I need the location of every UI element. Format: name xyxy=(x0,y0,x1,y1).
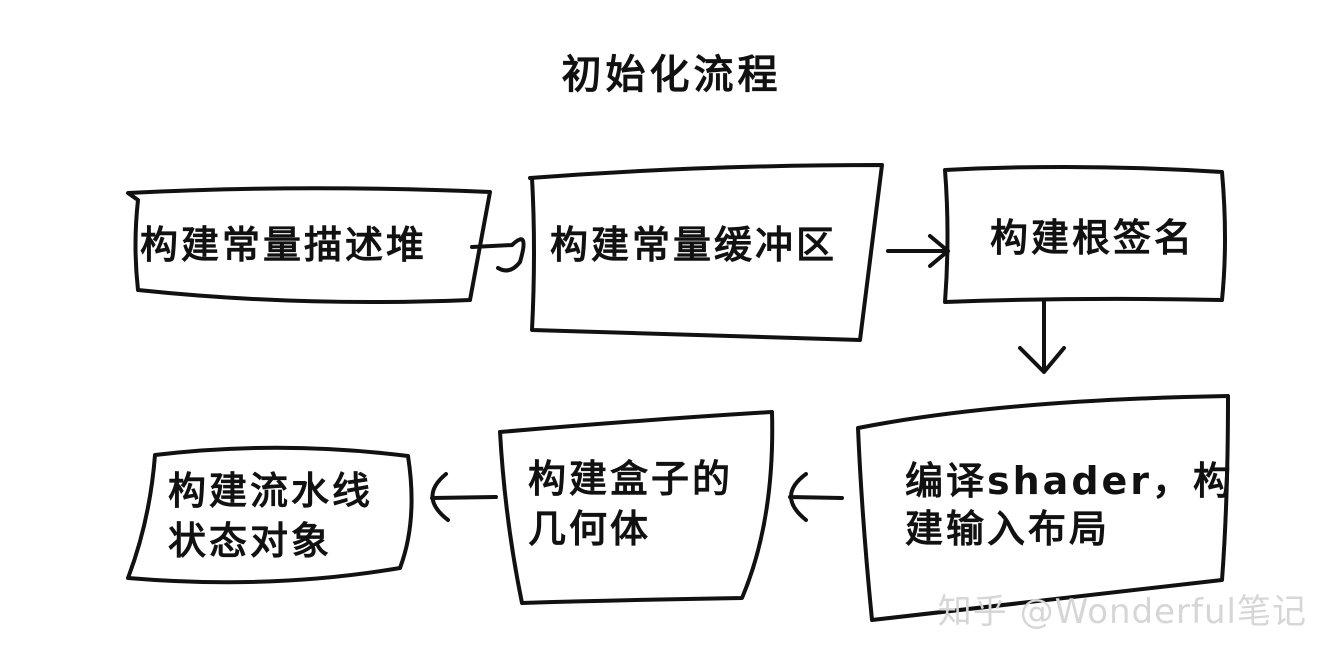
step-6-label-line1: 构建流水线 xyxy=(168,469,374,513)
arrow-2-to-3 xyxy=(886,234,950,268)
step-box-1 xyxy=(126,186,492,305)
step-box-4 xyxy=(856,394,1230,622)
step-box-3 xyxy=(943,164,1227,304)
step-2-label: 构建常量缓冲区 xyxy=(550,223,838,267)
step-6-label-line2: 状态对象 xyxy=(168,519,333,563)
step-1-label: 构建常量描述堆 xyxy=(140,223,428,267)
diagram-title: 初始化流程 xyxy=(561,52,782,98)
step-4-label-line1: 编译shader，构 xyxy=(905,459,1235,503)
arrow-3-to-4 xyxy=(1018,300,1066,374)
arrow-1-to-2 xyxy=(470,237,526,273)
step-3-label: 构建根签名 xyxy=(990,216,1196,260)
step-box-6 xyxy=(126,445,414,585)
step-box-2 xyxy=(528,163,884,342)
step-box-5 xyxy=(498,410,775,605)
step-5-label-line1: 构建盒子的 xyxy=(528,457,734,501)
step-5-label-line2: 几何体 xyxy=(528,507,652,551)
step-4-label-line2: 建输入布局 xyxy=(905,507,1111,551)
watermark: 知乎 @Wonderful笔记 xyxy=(937,592,1307,632)
arrow-5-to-6 xyxy=(430,472,498,522)
arrow-4-to-5 xyxy=(788,472,844,522)
